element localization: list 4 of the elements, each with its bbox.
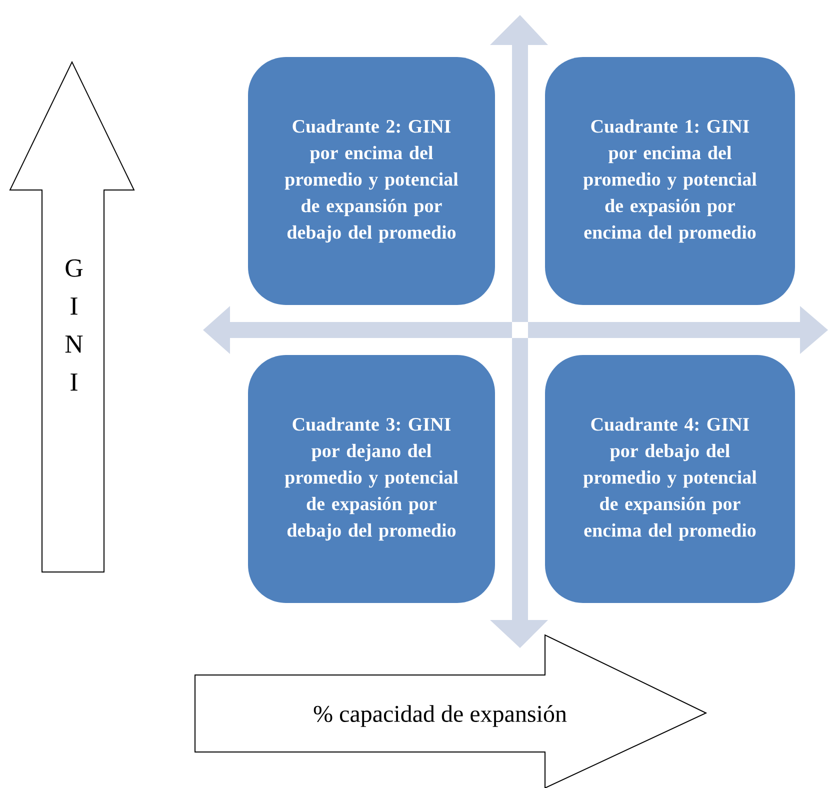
quadrant-box: Cuadrante 4: GINI por debajo del promedio y potencial de expansión por encima del promedio bbox=[545, 355, 795, 603]
quadrant-box: Cuadrante 2: GINI por encima del promedio y potencial de expansión por debajo del promedio bbox=[248, 57, 495, 305]
quadrant-box: Cuadrante 1: GINI por encima del promedio y potencial de expasión por encima del promedio bbox=[545, 57, 795, 305]
quadrant-box: Cuadrante 3: GINI por dejano del promedio y potencial de expasión por debajo del promedio bbox=[248, 355, 495, 603]
